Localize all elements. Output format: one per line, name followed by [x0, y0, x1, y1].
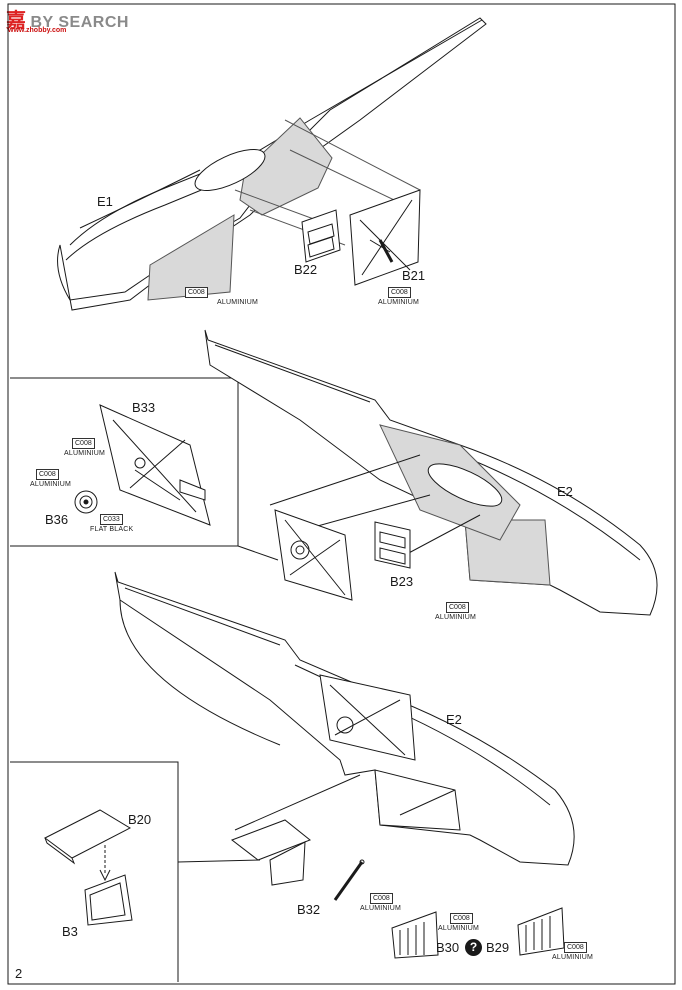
part-b32-drawing: [333, 859, 365, 901]
part-b23-drawing: [374, 521, 411, 569]
part-b33-drawing: [99, 404, 211, 526]
part-label-b22: B22: [294, 262, 318, 277]
paint-name-aluminium: ALUMINIUM: [360, 905, 402, 912]
part-label-e2-top: E2: [557, 484, 573, 499]
paint-name-aluminium: ALUMINIUM: [378, 299, 420, 306]
inset-frame-2: [10, 761, 179, 982]
part-label-b30: B30: [436, 940, 460, 955]
part-b36-drawing: [74, 490, 98, 514]
paint-name-aluminium: ALUMINIUM: [438, 925, 480, 932]
part-b3-drawing: [84, 874, 133, 926]
paint-code-c008: C008: [388, 287, 411, 298]
part-label-b32: B32: [297, 902, 321, 917]
paint-code-c008: C008: [185, 287, 208, 298]
paint-code-c008: C008: [36, 469, 59, 480]
fuselage-e2-bottom-drawing: [114, 571, 575, 866]
part-b20-b3-assembled-drawing: [230, 819, 311, 886]
watermark-logo: 嘉: [6, 10, 27, 32]
part-label-b29: B29: [486, 940, 510, 955]
paint-code-c008: C008: [564, 942, 587, 953]
part-label-b3: B3: [62, 924, 78, 939]
fuselage-e1-drawing: [57, 17, 487, 311]
fuselage-e2-top-drawing: [204, 329, 658, 616]
page-number: 2: [15, 966, 23, 981]
part-b30-drawing: [391, 911, 439, 959]
paint-name-flat-black: FLAT BLACK: [90, 526, 134, 533]
part-label-e2-bottom: E2: [446, 712, 462, 727]
paint-code-c033: C033: [100, 514, 123, 525]
part-label-e1: E1: [97, 194, 113, 209]
part-label-b21: B21: [402, 268, 426, 283]
paint-name-aluminium: ALUMINIUM: [552, 954, 594, 961]
paint-name-aluminium: ALUMINIUM: [64, 450, 106, 457]
part-b29-drawing: [517, 907, 565, 956]
watermark-url: www.zhobby.com: [8, 27, 67, 34]
page-frame: [7, 3, 676, 985]
part-label-b23: B23: [390, 574, 414, 589]
part-b20-drawing: [44, 809, 132, 882]
part-label-b20: B20: [128, 812, 152, 827]
part-b33-assembled-drawing: [274, 509, 353, 601]
watermark-text: BY SEARCH: [30, 14, 129, 31]
paint-code-c008: C008: [446, 602, 469, 613]
inset-frame-1: [10, 377, 279, 561]
paint-name-aluminium: ALUMINIUM: [30, 481, 72, 488]
part-b21-drawing: [349, 189, 421, 286]
paint-code-c008: C008: [72, 438, 95, 449]
paint-code-c008: C008: [450, 913, 473, 924]
paint-name-aluminium: ALUMINIUM: [217, 299, 259, 306]
paint-code-c008: C008: [370, 893, 393, 904]
paint-name-aluminium: ALUMINIUM: [435, 614, 477, 621]
part-b22-drawing: [301, 209, 341, 263]
part-label-b33: B33: [132, 400, 156, 415]
option-question-icon: ?: [465, 939, 482, 956]
part-label-b36: B36: [45, 512, 69, 527]
